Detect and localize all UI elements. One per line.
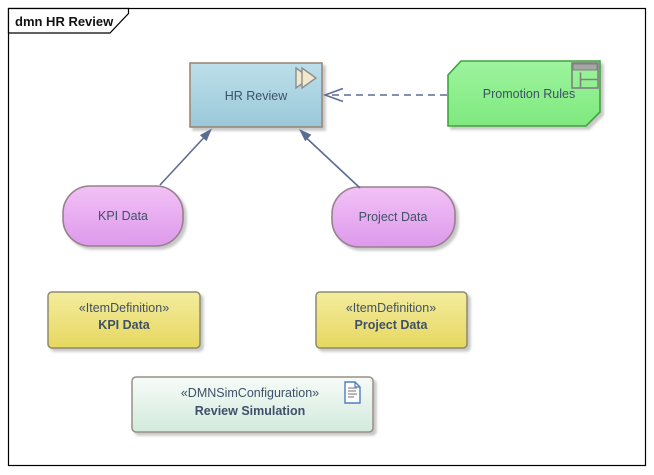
connector-promotion-rules-to-hr-review[interactable] [322,87,447,103]
promotion-rules-label: Promotion Rules [483,87,575,101]
node-hr-review[interactable]: HR Review [189,62,323,128]
node-project-item-definition[interactable]: «ItemDefinition» Project Data [315,291,468,349]
connector-project-to-hr-review[interactable] [299,129,361,189]
connector-kpi-to-hr-review[interactable] [159,128,212,186]
project-data-label: Project Data [359,210,428,224]
node-kpi-item-definition[interactable]: «ItemDefinition» KPI Data [47,291,201,349]
filled-arrowhead [199,128,212,142]
filled-arrowhead [299,129,312,142]
document-icon [344,381,361,404]
open-arrowhead [322,87,344,103]
node-promotion-rules[interactable]: Promotion Rules [447,60,601,127]
kpi-data-label: KPI Data [98,209,148,223]
decision-table-icon [571,62,599,89]
review-simulation-name: Review Simulation [195,404,305,418]
frame-label-pentagon [7,7,130,34]
node-project-data[interactable]: Project Data [331,186,456,248]
hr-review-label: HR Review [225,89,288,103]
node-review-simulation[interactable]: «DMNSimConfiguration» Review Simulation [131,376,374,433]
project-item-definition-name: Project Data [355,318,429,332]
kpi-item-definition-name: KPI Data [98,318,150,332]
double-play-icon [295,66,318,90]
kpi-item-definition-stereotype: «ItemDefinition» [79,301,169,315]
frame-label: dmn HR Review [15,14,114,29]
review-simulation-stereotype: «DMNSimConfiguration» [181,386,319,400]
project-item-definition-stereotype: «ItemDefinition» [346,301,436,315]
node-kpi-data[interactable]: KPI Data [62,185,184,247]
